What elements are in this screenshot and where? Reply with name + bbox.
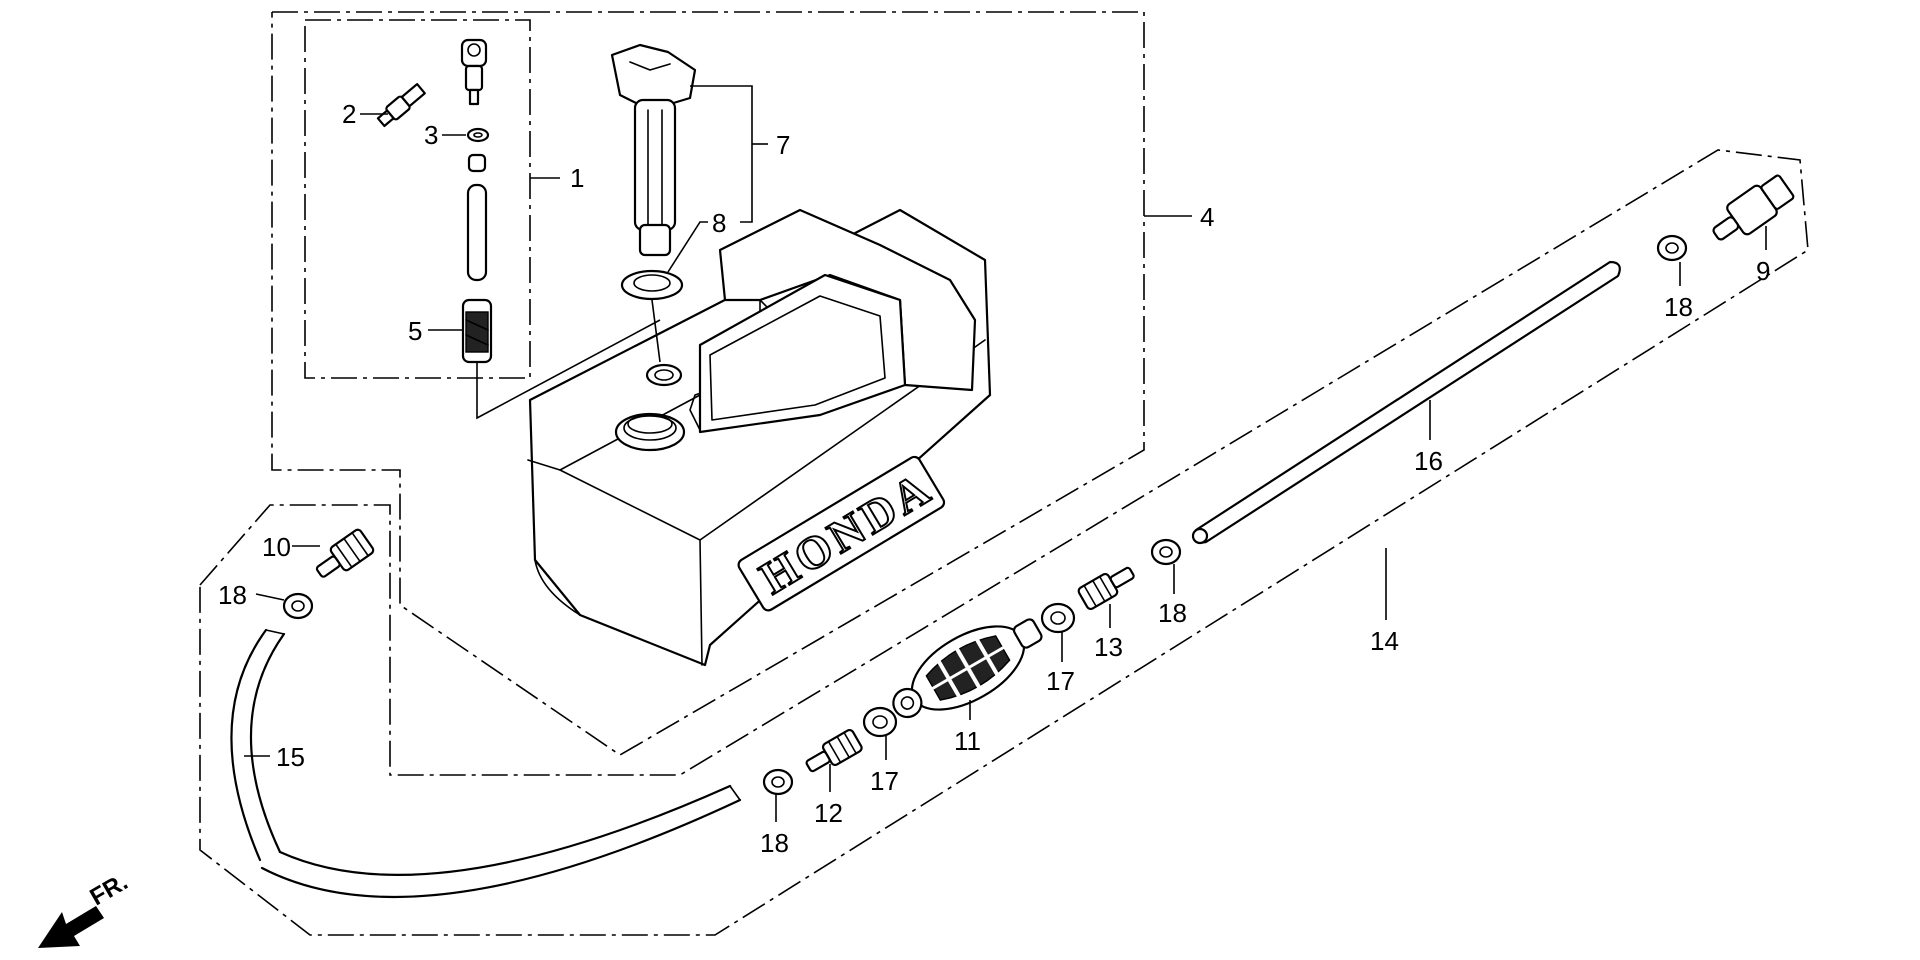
pickup-tube: [466, 183, 488, 282]
part-8-gauge-seal: [620, 269, 684, 301]
callout-9: 9: [1756, 256, 1770, 286]
assembly-group-boundaries: [199, 11, 1809, 936]
fitting-kit-boundary: [304, 19, 531, 379]
front-label: FR.: [86, 868, 133, 911]
front-direction-marker: FR.: [38, 868, 132, 948]
callout-18-right: 18: [1664, 292, 1693, 322]
callout-14: 14: [1370, 626, 1399, 656]
part-18-clip-middle: [1150, 538, 1182, 566]
front-arrow-icon: [38, 906, 104, 948]
callout-18-middle: 18: [1158, 598, 1187, 628]
callout-2: 2: [342, 99, 356, 129]
part-18-clip-bottom: [762, 768, 794, 796]
callout-17-left: 17: [870, 766, 899, 796]
part-17-clip-right: [1040, 602, 1076, 634]
tank-filler-neck: [614, 412, 686, 452]
part-7-fuel-gauge: [610, 43, 697, 257]
callout-18-left: 18: [218, 580, 247, 610]
callout-1: 1: [570, 163, 584, 193]
callout-10: 10: [262, 532, 291, 562]
callout-17-right: 17: [1046, 666, 1075, 696]
callout-3: 3: [424, 120, 438, 150]
part-13-connector: [1077, 566, 1135, 611]
callout-4: 4: [1200, 202, 1214, 232]
part-11-primer-bulb: [892, 618, 1043, 719]
callout-11: 11: [954, 726, 981, 756]
part-3-washer: [466, 127, 490, 143]
tank-gauge-hole: [645, 363, 683, 387]
tank-outlet-fitting: [460, 38, 488, 106]
callout-labels: 1 2 3 4 5 7 8 9 10 11 12 13 14 15 16 17 …: [218, 99, 1770, 858]
part-10-connector: [315, 528, 375, 578]
fuel-tank: HONDA: [527, 208, 992, 667]
callout-18-bottom: 18: [760, 828, 789, 858]
part-12-connector: [805, 728, 863, 773]
tank-assembly-boundary: [271, 11, 1145, 756]
part-18-clip-left: [282, 592, 314, 620]
part-2-nipple: [376, 83, 426, 128]
callout-13: 13: [1094, 632, 1123, 662]
part-17-clip-left: [862, 706, 898, 738]
callout-16: 16: [1414, 446, 1443, 476]
callout-12: 12: [814, 798, 843, 828]
part-9-connector: [1712, 174, 1795, 241]
callout-5: 5: [408, 316, 422, 346]
part-5-strainer: [461, 298, 493, 364]
callout-15: 15: [276, 742, 305, 772]
fitting-kit-parts: [376, 38, 661, 420]
hose-assembly-boundary: [199, 149, 1809, 936]
part-16-hose: [1191, 260, 1621, 545]
part-15-hose: [230, 628, 742, 899]
leader-lines: [244, 85, 1767, 822]
callout-7: 7: [776, 130, 790, 160]
part-18-clip-right: [1656, 234, 1688, 262]
callout-8: 8: [712, 208, 726, 238]
